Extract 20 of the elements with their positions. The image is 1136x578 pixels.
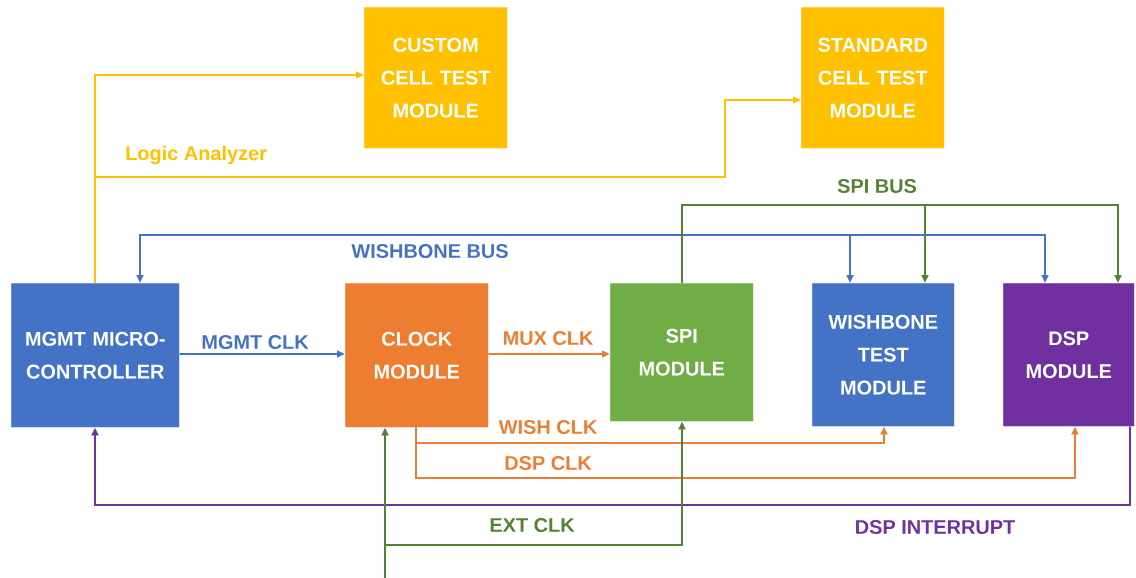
- edge-label: Logic Analyzer: [124, 144, 268, 166]
- module-box: SPI MODULE: [610, 283, 754, 422]
- module-box: STANDARD CELL TEST MODULE: [801, 7, 945, 149]
- edge-label: DSP INTERRUPT: [853, 518, 1017, 536]
- connector-arrow: [681, 204, 1122, 284]
- module-box: WISHBONE TEST MODULE: [812, 283, 955, 427]
- edge-label: MGMT CLK: [200, 333, 310, 351]
- module-box: DSP MODULE: [1003, 283, 1135, 427]
- connector-arrow: [415, 426, 888, 444]
- module-box: MGMT MICRO-CONTROLLER: [11, 283, 180, 428]
- edge-label: SPI BUS: [836, 177, 918, 195]
- connector-arrow: [91, 425, 1131, 506]
- edge-label: DSP CLK: [503, 454, 593, 472]
- edge-label: WISHBONE BUS: [350, 242, 510, 260]
- edge-label: WISH CLK: [497, 418, 599, 436]
- edge-label: EXT CLK: [488, 516, 576, 534]
- connector-arrow: [415, 426, 1079, 479]
- module-box: CLOCK MODULE: [345, 283, 489, 428]
- module-box: CUSTOM CELL TEST MODULE: [364, 7, 508, 149]
- edge-label: MUX CLK: [501, 329, 595, 347]
